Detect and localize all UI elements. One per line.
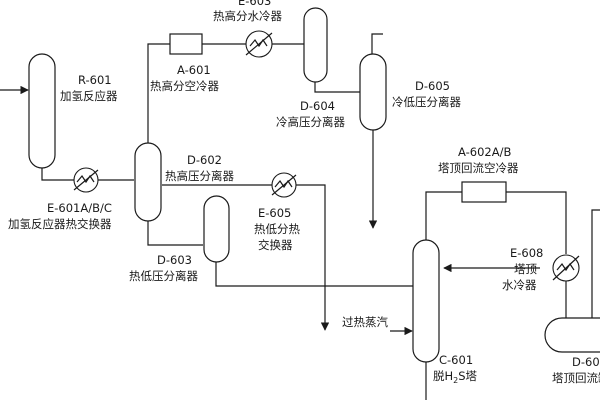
d604-separator [303, 7, 328, 83]
e601-name: 加氢反应器热交换器 [8, 217, 112, 231]
e608-exchanger-icon [552, 254, 580, 282]
e605-outlet-line [296, 184, 330, 331]
c601-name-suffix: S塔 [458, 369, 477, 383]
d602-separator [134, 142, 162, 222]
e603-tag: E-603 [238, 0, 271, 8]
d606-name: 塔顶回流罐 [552, 371, 600, 385]
d606-reflux-drum [544, 317, 600, 353]
d605-tag: D-605 [415, 79, 450, 93]
d602-vapor-line [147, 43, 170, 146]
d604-name: 冷高压分离器 [276, 115, 345, 129]
d604-to-d605-line [314, 80, 360, 93]
e608-name-line1: 塔顶 [514, 262, 537, 276]
right-edge-line [591, 209, 600, 330]
d605-name: 冷低压分离器 [392, 95, 461, 109]
a602-name: 塔顶回流空冷器 [438, 161, 519, 175]
d603-to-c601-line [215, 261, 415, 287]
e608-tag: E-608 [510, 246, 543, 260]
d602-name: 热高压分离器 [165, 169, 234, 183]
c601-column [412, 239, 440, 363]
e601-exchanger-icon [73, 167, 99, 193]
steam-label: 过热蒸汽 [342, 315, 388, 329]
e608-name-line2: 水冷器 [502, 278, 537, 292]
d605-vapor-line [371, 33, 383, 56]
a601-air-cooler [169, 33, 203, 55]
d603-tag: D-603 [157, 253, 192, 267]
e601-tag: E-601A/B/C [47, 201, 112, 215]
d602-to-d603-line [147, 220, 203, 246]
c601-overhead-line [425, 191, 462, 242]
a601-tag: A-601 [177, 63, 211, 77]
e605-name-line1: 热低分热 [254, 222, 300, 236]
c601-name-prefix: 脱H [433, 369, 453, 383]
a602-tag: A-602A/B [458, 145, 511, 159]
r601-tag: R-601 [78, 73, 112, 87]
e605-name-line2: 交换器 [258, 238, 293, 252]
r601-reactor [28, 53, 56, 169]
d606-tag: D-606 [572, 355, 600, 369]
e603-name: 热高分水冷器 [213, 9, 282, 23]
c601-name-subscript: 2 [453, 376, 458, 385]
e603-exchanger-icon [245, 30, 273, 58]
reactor-outlet-line [41, 168, 74, 181]
a601-name: 热高分空冷器 [150, 79, 219, 93]
d602-tag: D-602 [187, 153, 222, 167]
c601-tag: C-601 [439, 353, 473, 367]
r601-name: 加氢反应器 [60, 89, 118, 103]
d605-separator [359, 53, 387, 131]
a602-to-e608-line [506, 191, 567, 254]
d603-separator [203, 195, 230, 263]
d604-tag: D-604 [300, 99, 335, 113]
a602-air-cooler [461, 181, 507, 203]
e605-tag: E-605 [258, 206, 291, 220]
e605-exchanger-icon [271, 172, 297, 198]
c601-name: 脱H2S塔 [433, 369, 478, 385]
d603-name: 热低压分离器 [129, 269, 198, 283]
